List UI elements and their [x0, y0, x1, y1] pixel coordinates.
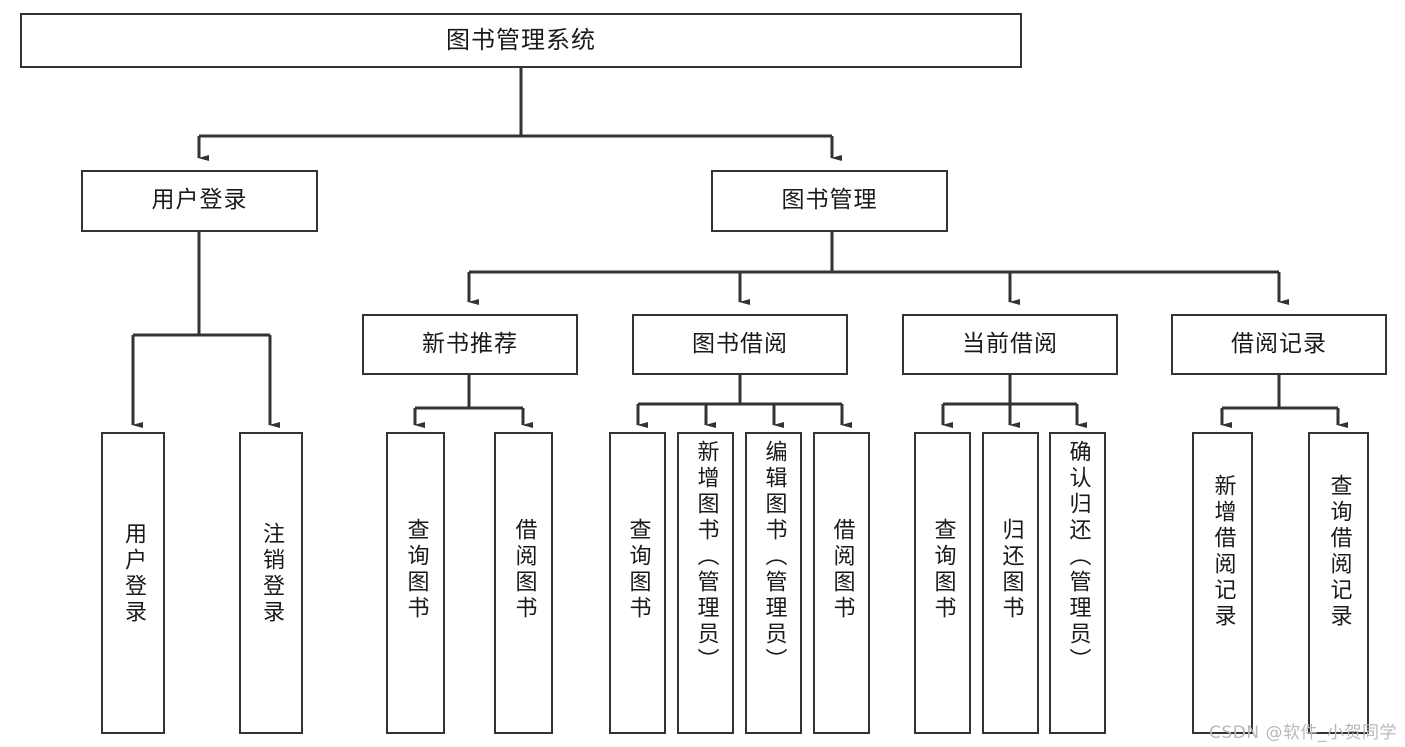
node-book-management[interactable]: 图书管理 [711, 170, 948, 232]
leaf-add-borrow-record[interactable]: 新增借阅记录 [1192, 432, 1253, 734]
node-label: 注销登录 [259, 522, 284, 626]
node-book-management-system[interactable]: 图书管理系统 [20, 13, 1022, 68]
node-label: 借阅图书 [511, 518, 537, 622]
leaf-query-book-3[interactable]: 查询图书 [914, 432, 971, 734]
node-label: 确认归还（管理员） [1065, 440, 1091, 674]
leaf-borrow-book-2[interactable]: 借阅图书 [813, 432, 870, 734]
leaf-logout-login[interactable]: 注销登录 [239, 432, 303, 734]
node-label: 新增借阅记录 [1210, 474, 1236, 630]
node-label: 借阅图书 [829, 518, 855, 622]
node-label: 图书借阅 [692, 330, 788, 357]
node-borrow-record[interactable]: 借阅记录 [1171, 314, 1387, 375]
node-label: 新增图书（管理员） [693, 440, 719, 674]
node-label: 查询图书 [403, 518, 429, 622]
leaf-confirm-return-admin[interactable]: 确认归还（管理员） [1049, 432, 1106, 734]
leaf-query-borrow-record[interactable]: 查询借阅记录 [1308, 432, 1369, 734]
leaf-add-book-admin[interactable]: 新增图书（管理员） [677, 432, 734, 734]
leaf-return-book[interactable]: 归还图书 [982, 432, 1039, 734]
node-label: 图书管理 [781, 187, 878, 214]
leaf-query-book-2[interactable]: 查询图书 [609, 432, 666, 734]
node-label: 新书推荐 [422, 330, 518, 357]
node-new-book-recommend[interactable]: 新书推荐 [362, 314, 578, 375]
node-label: 归还图书 [998, 518, 1024, 622]
node-label: 当前借阅 [962, 330, 1058, 357]
leaf-borrow-book-1[interactable]: 借阅图书 [494, 432, 553, 734]
node-label: 编辑图书（管理员） [761, 440, 787, 674]
node-label: 用户登录 [151, 187, 248, 214]
node-label: 图书管理系统 [446, 26, 596, 55]
node-label: 查询图书 [625, 518, 651, 622]
node-book-borrow[interactable]: 图书借阅 [632, 314, 848, 375]
leaf-edit-book-admin[interactable]: 编辑图书（管理员） [745, 432, 802, 734]
node-label: 查询借阅记录 [1326, 474, 1352, 630]
node-current-borrow[interactable]: 当前借阅 [902, 314, 1118, 375]
node-label: 用户登录 [121, 522, 146, 626]
csdn-watermark: CSDN @软件_小贺同学 [1209, 723, 1397, 743]
leaf-user-login[interactable]: 用户登录 [101, 432, 165, 734]
leaf-query-book-1[interactable]: 查询图书 [386, 432, 445, 734]
node-user-login[interactable]: 用户登录 [81, 170, 318, 232]
node-label: 查询图书 [930, 518, 956, 622]
node-label: 借阅记录 [1231, 330, 1327, 357]
